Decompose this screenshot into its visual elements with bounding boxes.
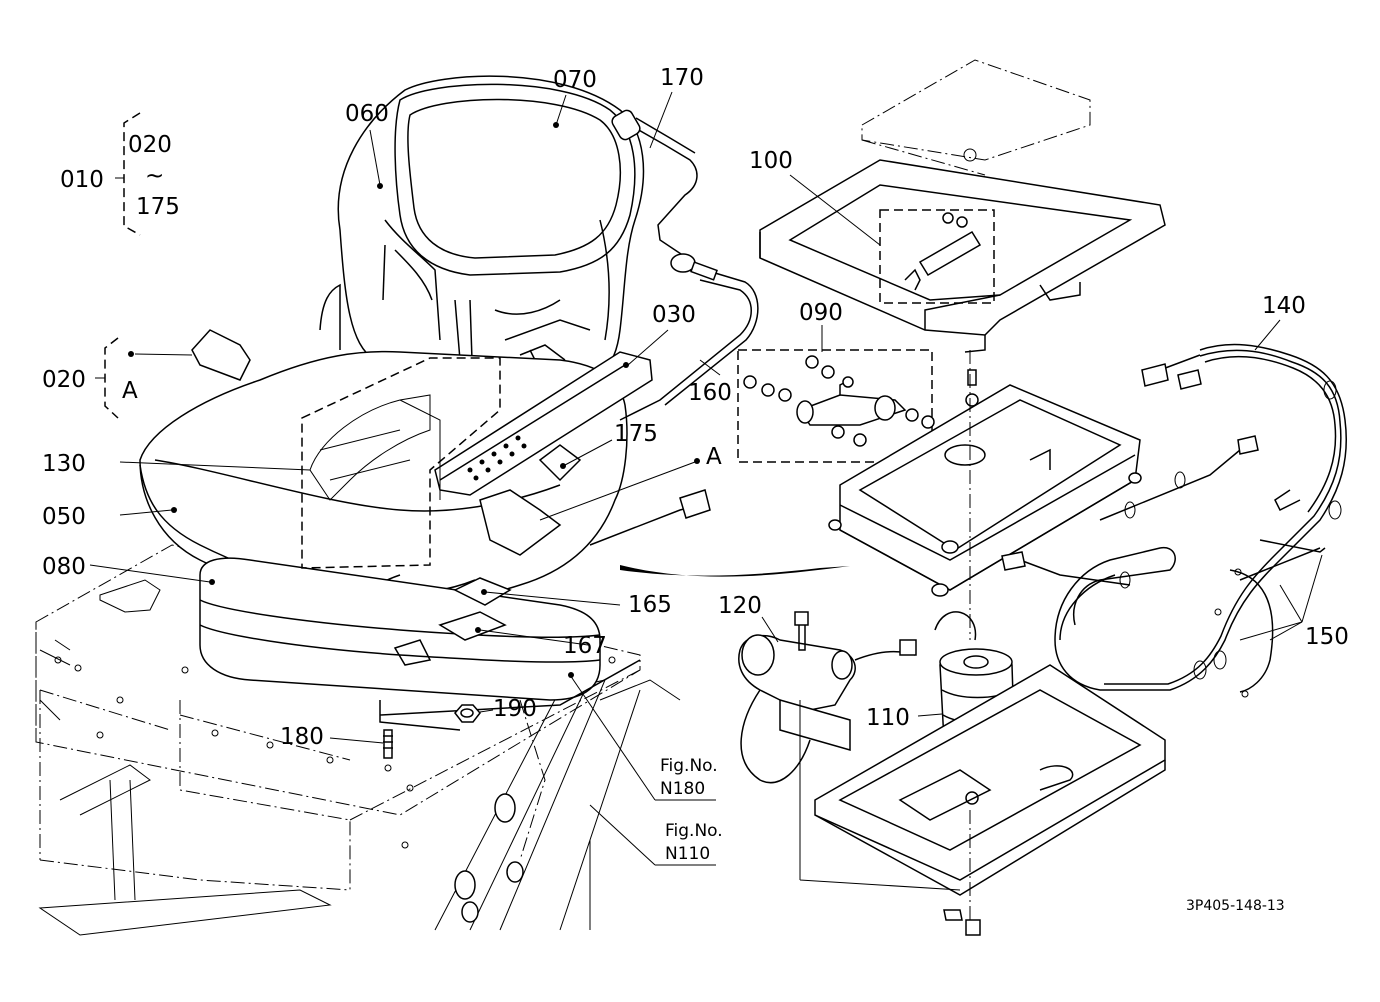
label-range-tilde: ~ xyxy=(145,163,164,189)
inset-box-090 xyxy=(737,349,935,463)
part-labels: 010 020 ~ 175 020 A A 030 050 060 070 08… xyxy=(42,65,1349,750)
leader-lines xyxy=(89,91,1323,866)
label-167: 167 xyxy=(563,633,607,659)
floor-frame xyxy=(35,544,681,936)
label-175-range: 175 xyxy=(136,194,180,220)
label-020-range: 020 xyxy=(128,132,172,158)
fig-ref-n110-number: N110 xyxy=(665,844,710,864)
figure-references: Fig.No. N180 Fig.No. N110 xyxy=(660,756,723,864)
seat-plate-100 xyxy=(759,59,1166,353)
label-175: 175 xyxy=(614,421,658,447)
bracket-020 xyxy=(104,337,119,419)
label-070: 070 xyxy=(553,67,597,93)
wire-harness xyxy=(1001,343,1348,698)
fig-ref-n180-number: N180 xyxy=(660,779,705,799)
bottom-base-plate xyxy=(799,664,1166,936)
label-view-a-right: A xyxy=(706,444,722,470)
label-120: 120 xyxy=(718,593,762,619)
seat-assembly xyxy=(139,75,759,731)
label-165: 165 xyxy=(628,592,672,618)
label-090: 090 xyxy=(799,300,843,326)
label-050: 050 xyxy=(42,504,86,530)
compressor-120 xyxy=(738,611,917,784)
fig-ref-n180-caption: Fig.No. xyxy=(660,756,718,776)
fasteners xyxy=(383,611,977,772)
label-170: 170 xyxy=(660,65,704,91)
label-view-a-left: A xyxy=(122,378,138,404)
label-030: 030 xyxy=(652,302,696,328)
fig-ref-n110-caption: Fig.No. xyxy=(665,821,723,841)
label-060: 060 xyxy=(345,101,389,127)
transition-arrow xyxy=(620,565,850,577)
label-100: 100 xyxy=(749,148,793,174)
label-130: 130 xyxy=(42,451,86,477)
label-180: 180 xyxy=(280,724,324,750)
label-160: 160 xyxy=(688,380,732,406)
label-010: 010 xyxy=(60,167,104,193)
label-110: 110 xyxy=(866,705,910,731)
label-150: 150 xyxy=(1305,624,1349,650)
drawing-id: 3P405-148-13 xyxy=(1186,898,1285,914)
label-140: 140 xyxy=(1262,293,1306,319)
armrest-buttons xyxy=(467,435,527,481)
bracket-010 xyxy=(123,112,141,236)
inset-box-130 xyxy=(301,357,501,569)
label-080: 080 xyxy=(42,554,86,580)
label-020: 020 xyxy=(42,367,86,393)
scissor-suspension xyxy=(828,350,1142,640)
label-190: 190 xyxy=(493,696,537,722)
